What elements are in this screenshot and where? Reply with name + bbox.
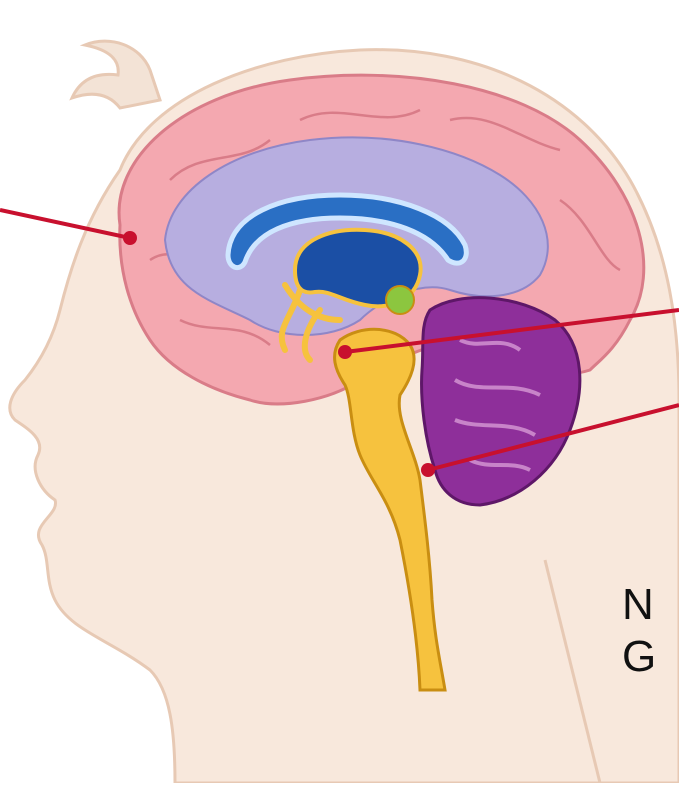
hair-tuft xyxy=(72,41,160,108)
cropped-caption-line-1: N xyxy=(622,583,654,627)
pointer-dot-icon xyxy=(338,345,352,359)
pointer-dot-icon xyxy=(421,463,435,477)
cropped-caption-line-2: G xyxy=(622,635,656,679)
pineal-region xyxy=(386,286,414,314)
pointer-dot-icon xyxy=(123,231,137,245)
